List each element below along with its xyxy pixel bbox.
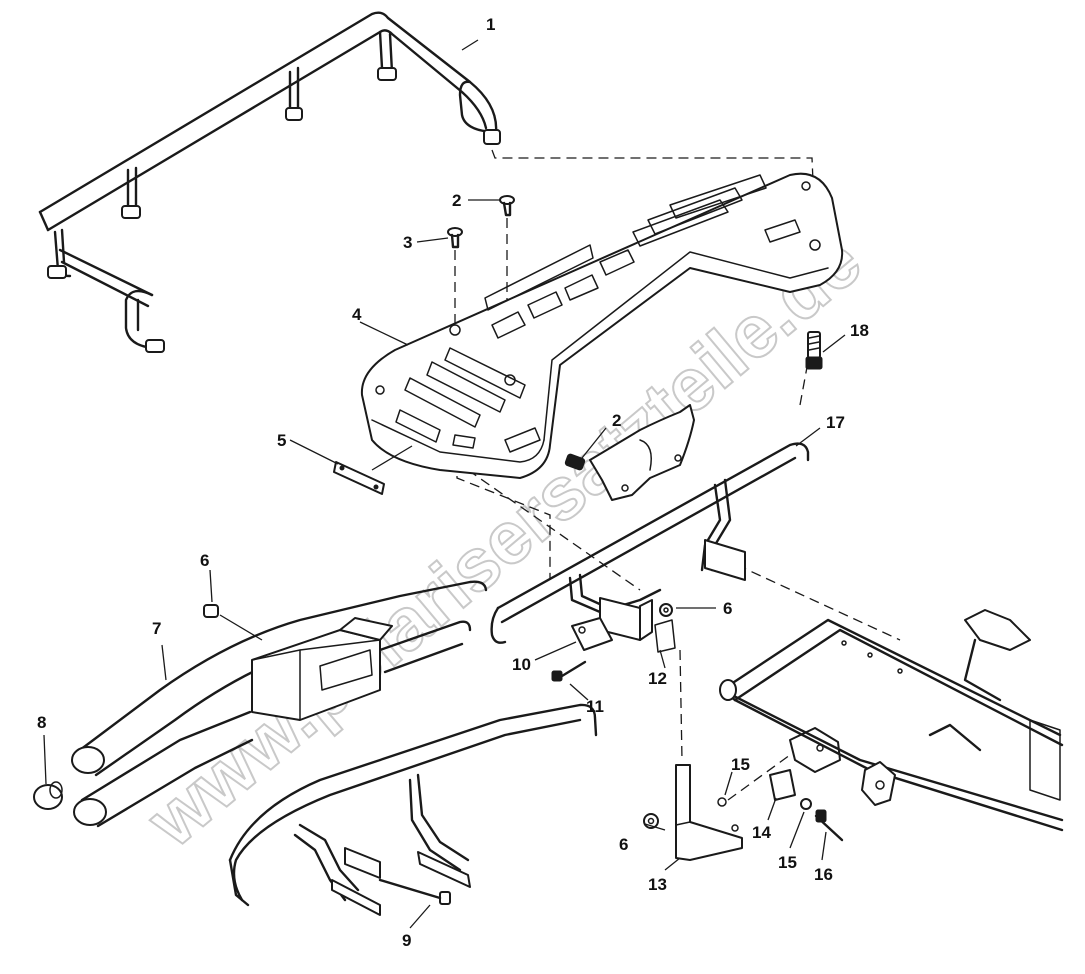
rear-bumper xyxy=(71,580,488,828)
callout-16: 16 xyxy=(814,865,833,884)
rack-panel xyxy=(360,172,844,479)
vehicle-frame xyxy=(719,609,1064,832)
lower-support xyxy=(228,703,598,916)
callout-10: 10 xyxy=(512,655,531,674)
callout-5: 5 xyxy=(277,431,286,450)
rear-support-frame xyxy=(490,442,810,653)
callout-2-lower: 2 xyxy=(612,411,621,430)
callout-6-left: 6 xyxy=(200,551,209,570)
callout-18: 18 xyxy=(850,321,869,340)
panel-screws xyxy=(447,195,515,249)
callout-6-lower: 6 xyxy=(619,835,628,854)
bracket-screw xyxy=(564,404,695,501)
callout-15-lower: 15 xyxy=(778,853,797,872)
callout-7: 7 xyxy=(152,619,161,638)
callout-labels: 1 2 3 4 2 5 17 6 6 7 10 12 11 8 15 14 6 … xyxy=(37,15,869,950)
callout-14: 14 xyxy=(752,823,771,842)
callout-15-upper: 15 xyxy=(731,755,750,774)
callout-17: 17 xyxy=(826,413,845,432)
callout-8: 8 xyxy=(37,713,46,732)
callout-11: 11 xyxy=(586,697,604,716)
callout-6-right: 6 xyxy=(723,599,732,618)
callout-3: 3 xyxy=(403,233,412,252)
callout-4: 4 xyxy=(352,305,362,324)
nuts xyxy=(203,603,673,829)
callout-12: 12 xyxy=(648,669,667,688)
rack-rail xyxy=(38,11,501,353)
reflector xyxy=(333,461,385,495)
leader-lines xyxy=(43,39,846,929)
callout-13: 13 xyxy=(648,875,667,894)
callout-1: 1 xyxy=(486,15,495,34)
rack-bolt xyxy=(805,331,823,370)
callout-2: 2 xyxy=(452,191,461,210)
bumper-cap xyxy=(33,781,63,810)
lower-bracket xyxy=(675,727,844,861)
callout-9: 9 xyxy=(402,931,411,950)
bracket-bolt xyxy=(551,660,587,682)
